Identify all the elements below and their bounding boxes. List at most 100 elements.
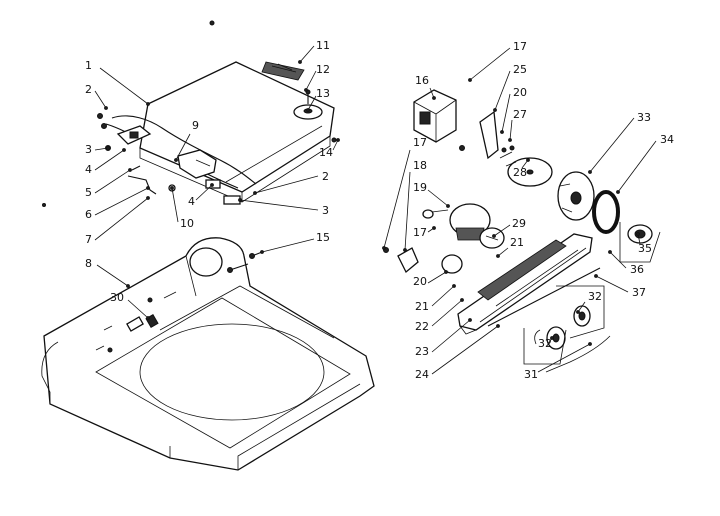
mounting-bracket xyxy=(459,110,499,160)
leader-line xyxy=(307,95,317,111)
callout-label: 18 xyxy=(413,159,427,172)
callout-label: 21 xyxy=(510,236,524,249)
callout-c30: 30 xyxy=(110,291,150,320)
selector-switch xyxy=(383,247,463,274)
callout-label: 9 xyxy=(192,119,199,132)
callout-label: 13 xyxy=(316,87,330,100)
leader-tip xyxy=(496,254,500,258)
leader-tip xyxy=(253,191,257,195)
leader-tip xyxy=(492,234,496,238)
top-screws xyxy=(227,251,263,273)
leader-tip xyxy=(616,190,620,194)
leader-line xyxy=(589,117,635,173)
callout-c16: 16 xyxy=(415,74,436,100)
leader-line xyxy=(99,67,149,105)
leader-line xyxy=(537,343,591,373)
callout-label: 25 xyxy=(513,63,527,76)
callout-c20b: 20 xyxy=(413,270,448,288)
callout-c8: 8 xyxy=(85,257,130,288)
callout-c24: 24 xyxy=(415,324,500,381)
callout-label: 37 xyxy=(632,286,646,299)
cabinet-top xyxy=(41,237,375,471)
leader-line xyxy=(261,238,315,253)
callout-c17a: 17 xyxy=(468,40,527,82)
rotary-switch xyxy=(479,227,505,249)
callout-label: 32 xyxy=(588,290,602,303)
callout-label: 7 xyxy=(85,233,92,246)
leader-line xyxy=(96,264,129,287)
callout-label: 28 xyxy=(513,166,527,179)
callout-label: 35 xyxy=(638,242,652,255)
callout-c35: 35 xyxy=(636,232,652,255)
callout-label: 32 xyxy=(538,337,552,350)
leader-tip xyxy=(446,204,450,208)
leader-tip xyxy=(146,316,150,320)
callout-label: 15 xyxy=(316,231,330,244)
leader-tip xyxy=(304,88,308,92)
leader-tip xyxy=(174,158,178,162)
callout-c22: 22 xyxy=(415,298,464,333)
callout-c33: 33 xyxy=(588,111,651,174)
leader-line xyxy=(431,285,455,307)
leader-line xyxy=(617,140,657,193)
callout-c15: 15 xyxy=(260,231,330,254)
callout-c5: 5 xyxy=(85,168,132,199)
leader-tip xyxy=(238,198,242,202)
lid-switch-bracket xyxy=(116,125,152,145)
leader-tip xyxy=(146,102,150,106)
leader-tip xyxy=(636,232,640,236)
callout-c1: 1 xyxy=(85,59,150,106)
callout-c28: 28 xyxy=(513,158,530,179)
leader-line xyxy=(195,184,213,201)
leader-tip xyxy=(526,158,530,162)
callout-c2b: 2 xyxy=(253,170,329,195)
leader-tip xyxy=(298,60,302,64)
leader-tip xyxy=(500,130,504,134)
leader-line xyxy=(577,301,586,313)
knob-35 xyxy=(619,222,661,263)
leader-tip xyxy=(588,170,592,174)
callout-c7: 7 xyxy=(85,196,150,246)
callout-c25: 25 xyxy=(493,63,527,112)
leader-line xyxy=(127,299,149,319)
leader-tip xyxy=(496,324,500,328)
callout-c18: 18 xyxy=(403,159,427,252)
callout-c9: 9 xyxy=(174,119,199,162)
callout-c3a: 3 xyxy=(85,143,110,156)
leader-tip xyxy=(106,146,110,150)
leader-tip xyxy=(550,336,554,340)
callout-label: 14 xyxy=(319,146,333,159)
leader-line xyxy=(299,45,315,63)
callout-label: 30 xyxy=(110,291,124,304)
leader-tip xyxy=(403,248,407,252)
callout-label: 5 xyxy=(85,186,92,199)
leader-tip xyxy=(260,250,264,254)
callout-label: 33 xyxy=(637,111,651,124)
callout-c13: 13 xyxy=(306,87,330,112)
leader-line xyxy=(94,169,131,194)
callout-label: 8 xyxy=(85,257,92,270)
speck xyxy=(209,20,215,26)
callout-c2a: 2 xyxy=(85,83,108,110)
callout-c17b: 17 xyxy=(382,136,427,250)
switch-lever xyxy=(127,165,157,195)
leader-line xyxy=(171,187,179,223)
leader-tip xyxy=(104,106,108,110)
callout-layer: 1234567894102311121314153016172520272817… xyxy=(85,39,674,381)
callout-label: 3 xyxy=(85,143,92,156)
seal-ring xyxy=(592,190,620,234)
leader-tip xyxy=(126,284,130,288)
ring-housing xyxy=(557,171,595,221)
callout-c31: 31 xyxy=(524,342,592,381)
leader-tip xyxy=(444,270,448,274)
leader-line xyxy=(94,90,107,109)
leader-tip xyxy=(452,284,456,288)
callout-c36: 36 xyxy=(608,250,644,276)
callout-c4a: 4 xyxy=(85,148,126,176)
callout-c19: 19 xyxy=(413,181,450,208)
leader-tip xyxy=(594,274,598,278)
callout-label: 20 xyxy=(513,86,527,99)
leader-tip xyxy=(382,246,386,250)
leader-line xyxy=(404,171,411,251)
